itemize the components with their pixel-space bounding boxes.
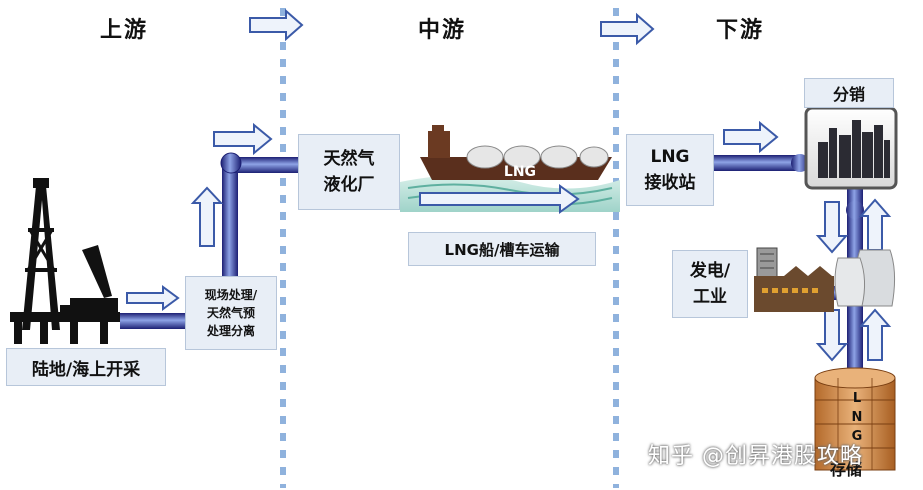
tank-letter-g: G bbox=[852, 429, 863, 444]
distribution-label: 分销 bbox=[832, 85, 865, 104]
stage-title-midstream: 中游 bbox=[418, 18, 467, 43]
onshore-offshore-label: 陆地/海上开采 bbox=[31, 359, 141, 380]
receiving-terminal-box: LNG 接收站 bbox=[626, 134, 714, 206]
storage-tank-icon bbox=[814, 367, 896, 471]
tank-letter-l: L bbox=[853, 391, 861, 406]
flow-arrow-icon bbox=[249, 8, 655, 46]
field-processing-line-1: 现场处理/ bbox=[204, 288, 258, 302]
watermark-text: 知乎 @创昇港股攻略 bbox=[648, 444, 863, 469]
liquefaction-line-2: 液化厂 bbox=[323, 175, 375, 195]
liquefaction-plant-box: 天然气 液化厂 bbox=[298, 134, 400, 210]
field-processing-line-2: 天然气预 bbox=[206, 306, 255, 320]
storage-label: 存储 bbox=[830, 460, 863, 479]
field-processing-box: 现场处理/ 天然气预 处理分离 bbox=[185, 276, 277, 350]
power-industry-line-1: 发电/ bbox=[689, 261, 731, 281]
city-skyline-icon bbox=[804, 106, 898, 190]
transport-arrow-icon bbox=[419, 184, 580, 214]
tank-letter-n: N bbox=[852, 410, 863, 425]
ship-label: LNG bbox=[504, 164, 536, 180]
distribution-box: 分销 bbox=[804, 78, 894, 108]
stage-title-downstream: 下游 bbox=[716, 18, 765, 43]
transport-box: LNG船/槽车运输 bbox=[408, 232, 596, 266]
receiving-line-2: 接收站 bbox=[644, 173, 696, 193]
factory-icon bbox=[754, 247, 896, 312]
field-processing-line-3: 处理分离 bbox=[206, 324, 255, 338]
receiving-line-1: LNG bbox=[650, 147, 690, 167]
stage-title-upstream: 上游 bbox=[100, 18, 149, 43]
onshore-offshore-box: 陆地/海上开采 bbox=[6, 348, 166, 386]
flow-arrow-icon bbox=[126, 120, 892, 362]
liquefaction-line-1: 天然气 bbox=[323, 149, 375, 169]
oil-rig-icon bbox=[10, 178, 120, 344]
transport-label: LNG船/槽车运输 bbox=[444, 240, 560, 259]
power-industry-line-2: 工业 bbox=[693, 287, 727, 307]
power-industry-box: 发电/ 工业 bbox=[672, 250, 748, 318]
